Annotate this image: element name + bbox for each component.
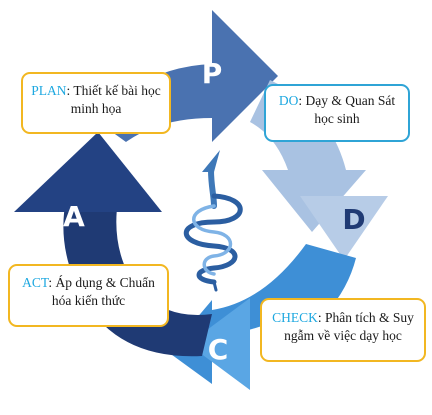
act-description: : Áp dụng & Chuẩn hóa kiến thức <box>48 275 155 308</box>
act-label-box: ACT: Áp dụng & Chuẩn hóa kiến thức <box>8 264 169 327</box>
plan-description: : Thiết kế bài học minh họa <box>66 83 161 116</box>
plan-key: PLAN <box>31 83 67 98</box>
check-key: CHECK <box>272 310 318 325</box>
stage-letter-d: D <box>342 203 365 236</box>
act-arrow-head <box>14 132 162 212</box>
plan-label-box: PLAN: Thiết kế bài học minh họa <box>21 72 171 134</box>
do-label-box: DO: Dạy & Quan Sát học sinh <box>264 84 410 142</box>
stage-letter-c: C <box>208 333 229 366</box>
do-key: DO <box>278 93 299 108</box>
check-description: : Phân tích & Suy ngẫm về việc dạy học <box>284 310 414 343</box>
do-arrow-head <box>300 196 388 260</box>
check-label-box: CHECK: Phân tích & Suy ngẫm về việc dạy … <box>260 298 426 362</box>
act-key: ACT <box>22 275 49 290</box>
stage-letter-a: A <box>63 200 85 233</box>
spiral-arrow-icon <box>183 150 243 292</box>
stage-letter-p: P <box>202 57 223 90</box>
check-arrow-head <box>188 298 250 390</box>
do-description: : Dạy & Quan Sát học sinh <box>298 93 396 126</box>
